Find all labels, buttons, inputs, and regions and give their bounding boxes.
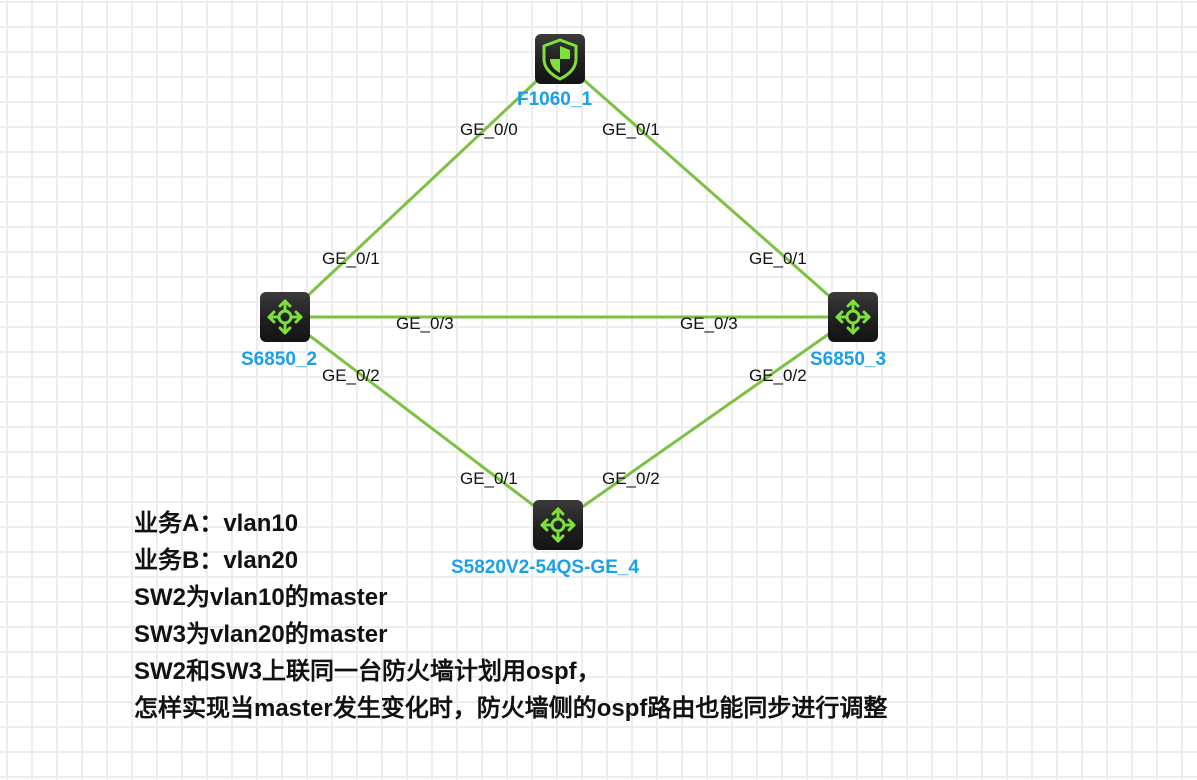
port-label-sw3-ge03: GE_0/3	[680, 314, 738, 333]
link-sw3-sw4[interactable]	[557, 315, 854, 526]
note-line: 业务B：vlan20	[134, 547, 299, 574]
port-label-sw2-ge02: GE_0/2	[322, 366, 380, 385]
port-label-sw4-ge01: GE_0/1	[460, 469, 518, 488]
port-label-sw4-ge02: GE_0/2	[602, 469, 660, 488]
port-label-firewall-ge01: GE_0/1	[602, 120, 660, 139]
switch-arrows-icon	[540, 507, 576, 543]
port-label-firewall-ge00: GE_0/0	[460, 120, 518, 139]
sw4-node[interactable]	[533, 500, 583, 550]
note-line: 怎样实现当master发生变化时，防火墙侧的ospf路由也能同步进行调整	[134, 695, 888, 722]
sw3-label: S6850_3	[810, 349, 887, 370]
notes-text-block: 业务A：vlan10 业务B：vlan20 SW2为vlan10的master …	[134, 505, 887, 727]
sw2-label: S6850_2	[241, 349, 318, 370]
firewall-shield-icon	[542, 38, 578, 81]
sw3-node[interactable]	[828, 292, 878, 342]
firewall-node[interactable]	[535, 34, 585, 84]
firewall-label: F1060_1	[517, 89, 593, 110]
note-line: 业务A：vlan10	[134, 510, 299, 537]
switch-arrows-icon	[835, 299, 871, 335]
port-label-sw2-ge01: GE_0/1	[322, 249, 380, 268]
port-label-sw3-ge01: GE_0/1	[749, 249, 807, 268]
port-label-sw2-ge03: GE_0/3	[396, 314, 454, 333]
switch-arrows-icon	[267, 299, 303, 335]
note-line: SW2为vlan10的master	[134, 584, 388, 611]
sw2-node[interactable]	[260, 292, 310, 342]
link-firewall-sw3[interactable]	[559, 57, 854, 319]
sw4-label: S5820V2-54QS-GE_4	[451, 557, 640, 578]
link-firewall-sw2[interactable]	[283, 57, 562, 319]
link-sw2-sw4[interactable]	[284, 315, 559, 526]
port-label-sw3-ge02: GE_0/2	[749, 366, 807, 385]
note-line: SW3为vlan20的master	[134, 621, 388, 648]
note-line: SW2和SW3上联同一台防火墙计划用ospf，	[134, 658, 601, 685]
